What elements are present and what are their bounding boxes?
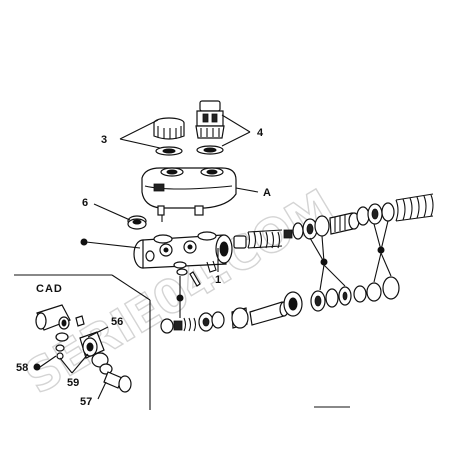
reservoir-seal <box>127 215 147 230</box>
master-cylinder-body <box>133 231 233 273</box>
callout-6: 6 <box>82 197 88 209</box>
callout-56: 56 <box>111 316 123 328</box>
callout-3: 3 <box>101 134 107 146</box>
cad-inset-label: CAD <box>36 283 63 295</box>
upper-spring-assembly <box>233 193 434 249</box>
callout-4: 4 <box>257 127 264 139</box>
mounting-bolt <box>173 261 201 287</box>
callout-a: A <box>263 187 271 199</box>
callout-57: 57 <box>80 396 92 408</box>
callout-59: 59 <box>67 377 79 389</box>
callout-1: 1 <box>215 274 221 286</box>
cad-inset-frame <box>14 274 151 410</box>
reservoir-cap-right-with-sensor <box>195 100 225 155</box>
callout-58: 58 <box>16 362 28 374</box>
assembly-leader-lines <box>80 114 392 318</box>
lower-piston-assembly <box>160 276 400 334</box>
cad-inset-parts <box>35 304 132 393</box>
reservoir-cap-left <box>153 117 185 156</box>
cad-leader-lines <box>33 326 109 400</box>
fluid-reservoir <box>141 167 237 222</box>
